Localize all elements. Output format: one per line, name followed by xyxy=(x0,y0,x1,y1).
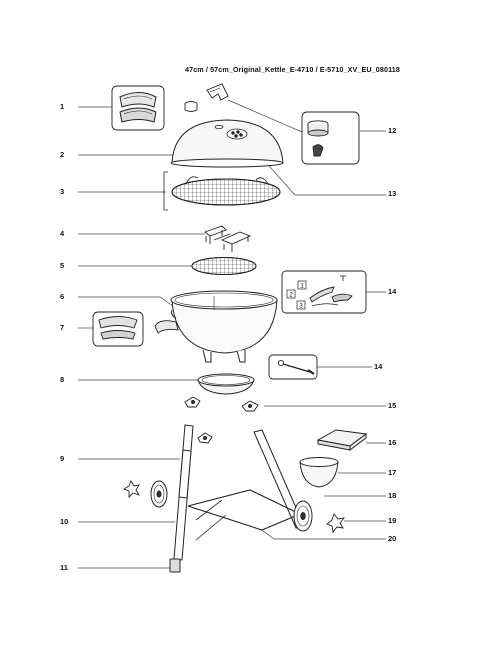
lid xyxy=(170,119,284,168)
callout-2: 2 xyxy=(60,150,65,159)
legs xyxy=(169,424,305,573)
callout-15: 15 xyxy=(388,401,397,410)
callout-20: 20 xyxy=(388,534,397,543)
vent-damper-kit xyxy=(301,111,360,165)
tray xyxy=(316,429,368,451)
bowl-handle-part xyxy=(92,311,179,347)
star-clip-left xyxy=(122,479,141,499)
kit-label-3: 3 xyxy=(299,303,303,310)
callout-16: 16 xyxy=(388,438,397,447)
lid-handle-part xyxy=(111,85,165,131)
leg-frame xyxy=(187,489,301,541)
leg-cap xyxy=(169,558,181,573)
wheel-left xyxy=(150,480,168,508)
callout-18: 18 xyxy=(388,491,397,500)
star-clip-right xyxy=(326,513,346,534)
callout-10: 10 xyxy=(60,517,69,526)
ash-pan xyxy=(197,373,255,395)
callout-19: 19 xyxy=(388,516,397,525)
callout-14b: 14 xyxy=(374,362,383,371)
kettle-bowl xyxy=(170,290,278,363)
lid-hook xyxy=(206,83,229,101)
callout-1: 1 xyxy=(60,102,65,111)
bowl-container xyxy=(299,457,339,488)
kit-label-2: 2 xyxy=(289,292,293,299)
callout-11: 11 xyxy=(60,563,68,572)
leg-connectors xyxy=(184,396,259,444)
ash-tool xyxy=(268,354,318,380)
callout-14a: 14 xyxy=(388,287,397,296)
callout-12: 12 xyxy=(388,126,397,135)
diagram-title: 47cm / 57cm_Original_Kettle_E-4710 / E-5… xyxy=(185,65,400,74)
leader-lines xyxy=(78,99,386,569)
callout-8: 8 xyxy=(60,375,65,384)
tool-kit: 1 2 3 xyxy=(281,270,367,314)
charcoal-rails xyxy=(204,225,252,252)
charcoal-grate xyxy=(191,256,257,276)
wheel-right xyxy=(293,500,313,532)
lid-vent-knob xyxy=(184,101,198,112)
callout-17: 17 xyxy=(388,468,397,477)
callout-3: 3 xyxy=(60,187,65,196)
callout-9: 9 xyxy=(60,454,65,463)
callout-7: 7 xyxy=(60,323,65,332)
callout-6: 6 xyxy=(60,292,65,301)
callout-5: 5 xyxy=(60,261,65,270)
cooking-grate xyxy=(163,171,281,211)
callout-13: 13 xyxy=(388,189,397,198)
callout-4: 4 xyxy=(60,229,65,238)
kit-label-1: 1 xyxy=(300,283,304,290)
